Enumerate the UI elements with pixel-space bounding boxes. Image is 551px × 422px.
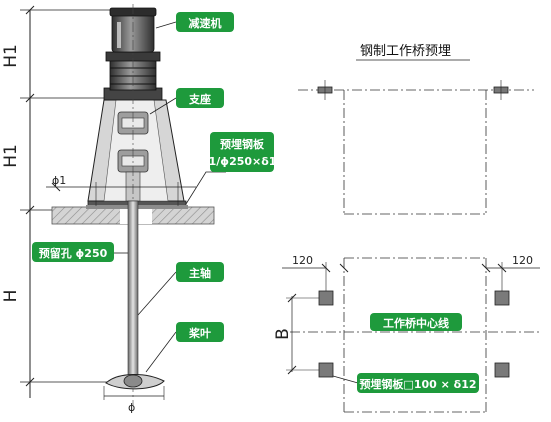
leader-square-plate	[332, 375, 359, 384]
dim-120-left: 120	[292, 254, 313, 267]
label-embedded-plate-box	[210, 132, 274, 172]
label-paddle: 桨叶	[188, 326, 211, 340]
plan-plate-top-left	[318, 290, 334, 306]
leader-reducer	[155, 21, 177, 29]
label-support-box	[176, 88, 224, 108]
section-title: 钢制工作桥预埋	[360, 44, 451, 59]
leader-embedded-plate	[185, 171, 226, 205]
dim-h1-mid: H1	[1, 144, 21, 168]
label-paddle-box	[176, 322, 224, 342]
label-reducer-box	[176, 12, 234, 32]
label-embedded-plate-spec: ϕ1/ϕ250×δ12	[200, 155, 284, 168]
mixer-elevation: H1 H1 H	[1, 4, 284, 414]
plan-plate-top-right	[494, 290, 510, 306]
leader-support	[149, 97, 177, 115]
main-shaft	[127, 200, 139, 377]
dim-h1-top: H1	[1, 44, 21, 68]
label-support: 支座	[188, 92, 211, 106]
label-reducer: 减速机	[189, 16, 222, 30]
label-main-shaft-box	[176, 262, 224, 282]
dim-b: B	[273, 328, 293, 340]
plan-view: 120 120 B 工作桥中心线 预埋钢板□100 × δ12	[273, 254, 540, 413]
paddle-hub	[123, 374, 143, 388]
dim-phi: ϕ	[128, 401, 135, 414]
plan-plate-bottom-left	[318, 362, 334, 378]
dim-120-right: 120	[512, 254, 533, 267]
dim-h: H	[1, 290, 21, 303]
label-reserved-hole: 预留孔 ϕ250	[39, 246, 108, 260]
label-bridge-centerline: 工作桥中心线	[383, 316, 449, 330]
label-reserved-hole-box	[32, 242, 114, 262]
section-view: 钢制工作桥预埋	[298, 44, 534, 215]
label-square-plate-box	[357, 373, 479, 393]
label-bridge-centerline-box	[370, 313, 462, 331]
dim-phi1: ϕ1	[52, 174, 66, 187]
dim-ticks	[25, 5, 35, 387]
label-square-plate: 预埋钢板□100 × δ12	[359, 377, 476, 391]
plan-plate-bottom-right	[494, 362, 510, 378]
label-embedded-plate: 预埋钢板	[220, 137, 265, 151]
leader-main-shaft	[137, 271, 177, 316]
leader-paddle	[145, 331, 177, 373]
label-main-shaft: 主轴	[189, 266, 211, 280]
